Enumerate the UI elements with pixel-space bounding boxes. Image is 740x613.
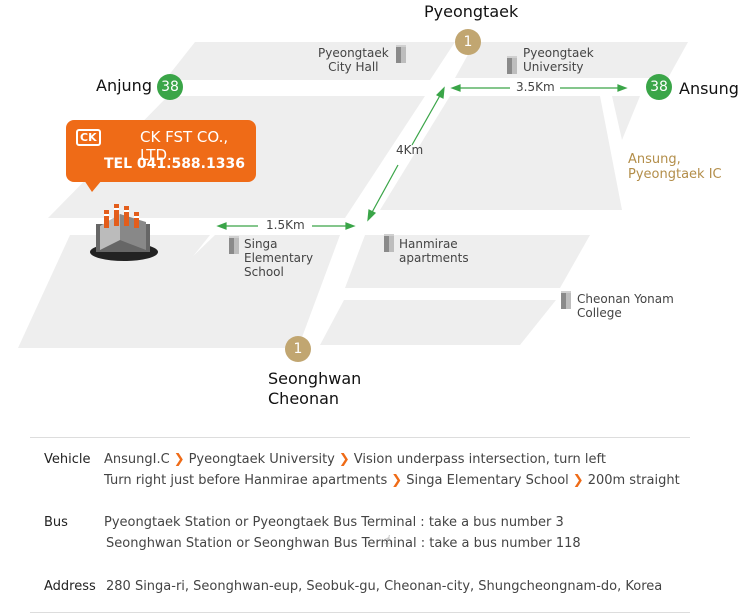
distance-arrows (216, 84, 628, 230)
cursor-hand-icon: ☝ (384, 533, 392, 547)
location-map: Pyeongtaek Anjung Ansung Seonghwan Cheon… (18, 2, 739, 408)
map-graphic (18, 42, 688, 348)
arrow-right-icon: ❯ (173, 452, 185, 467)
distance-diagonal: 4Km (396, 143, 424, 157)
building-icon (396, 45, 406, 63)
company-phone: TEL 041.588.1336 (104, 156, 245, 172)
arrow-right-icon: ❯ (391, 473, 403, 488)
vehicle-line-2: Turn right just before Hanmirae apartmen… (104, 473, 680, 488)
address-title: Address (44, 579, 96, 594)
route-38-left-badge: 38 (157, 74, 183, 100)
building-icon (384, 234, 394, 252)
arrow-right-icon: ❯ (338, 452, 350, 467)
block-right-strip (612, 96, 640, 140)
city-pyeongtaek: Pyeongtaek (424, 2, 519, 21)
landmark-hanmirae: Hanmirae apartments (399, 237, 469, 265)
bus-line-1: Pyeongtaek Station or Pyeongtaek Bus Ter… (104, 515, 564, 530)
landmark-ic: Ansung, Pyeongtaek IC (628, 152, 722, 182)
block-center (380, 96, 622, 210)
company-logo: CK (76, 129, 101, 146)
distance-east: 3.5Km (516, 80, 555, 94)
vehicle-step: Vision underpass intersection, turn left (353, 452, 606, 467)
arrow-right-icon: ❯ (572, 473, 584, 488)
city-seonghwan: Seonghwan (268, 369, 362, 388)
company-callout: CK CK FST CO., LTD. TEL 041.588.1336 (66, 120, 256, 182)
building-icon (561, 291, 571, 309)
bus-line-2: Seonghwan Station or Seonghwan Bus Termi… (106, 536, 581, 551)
vehicle-step: 200m straight (587, 473, 680, 488)
block-lower-right-a (345, 235, 590, 288)
block-lower-left (18, 235, 210, 348)
building-icon (229, 236, 239, 254)
vehicle-step: AnsungI.C (104, 452, 170, 467)
factory-icon (90, 204, 158, 261)
vehicle-line-1: AnsungI.C❯Pyeongtaek University❯Vision u… (104, 452, 606, 467)
building-icon (507, 56, 517, 74)
directions-panel: Vehicle AnsungI.C❯Pyeongtaek University❯… (30, 437, 690, 613)
landmark-city-hall: Pyeongtaek City Hall (318, 46, 389, 74)
route-1-bottom-badge: 1 (285, 336, 311, 362)
company-name: CK FST CO., LTD. (140, 128, 229, 164)
distance-west: 1.5Km (266, 218, 305, 232)
block-lower-right-b (320, 300, 556, 345)
city-blocks (18, 42, 688, 348)
vehicle-step: Singa Elementary School (406, 473, 569, 488)
landmark-singa-school: Singa Elementary School (244, 237, 314, 279)
address-text: 280 Singa-ri, Seonghwan-eup, Seobuk-gu, … (106, 579, 663, 594)
city-ansung: Ansung (679, 79, 739, 98)
vehicle-title: Vehicle (44, 452, 91, 467)
landmark-university: Pyeongtaek University (523, 46, 594, 74)
route-38-right-badge: 38 (646, 74, 672, 100)
callout-pointer (84, 180, 102, 192)
city-cheonan: Cheonan (268, 389, 340, 408)
vehicle-step: Turn right just before Hanmirae apartmen… (104, 473, 388, 488)
logo-mark-icon: CK (76, 129, 101, 146)
landmark-yonam-college: Cheonan Yonam College (577, 292, 674, 320)
city-anjung: Anjung (96, 76, 152, 95)
route-1-top-badge: 1 (455, 29, 481, 55)
block-lower-mid (98, 235, 340, 348)
bus-title: Bus (44, 515, 68, 530)
block-top-left (165, 42, 455, 80)
vehicle-step: Pyeongtaek University (188, 452, 335, 467)
